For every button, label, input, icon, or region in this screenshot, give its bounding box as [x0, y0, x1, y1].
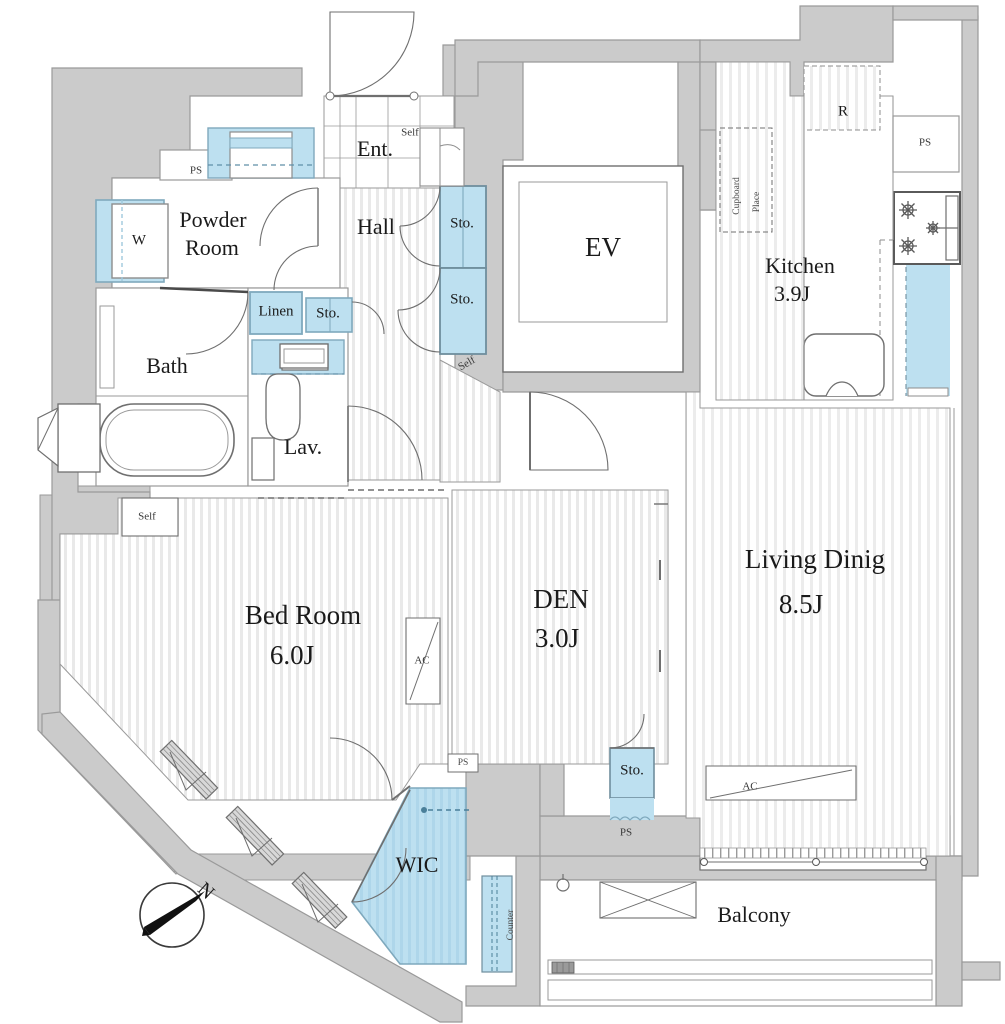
label-bath: Bath: [146, 353, 188, 378]
linen-closet: [249, 291, 303, 335]
door-lavatory: [347, 405, 423, 481]
floor-bedroom: [59, 497, 449, 801]
ps-den-box: [447, 753, 479, 773]
bath-window-frame: [57, 403, 101, 473]
ac-living-box: [705, 765, 857, 801]
kitchen-fixtures: [803, 191, 961, 397]
label-self-bedroom: Self: [138, 511, 156, 523]
door-storage-linen: [351, 301, 385, 335]
door-wic: [351, 847, 407, 903]
door-sto-hall-1: [399, 185, 441, 227]
label-place: Place: [752, 192, 762, 213]
compass-rose: N: [139, 878, 219, 948]
label-linen: Linen: [259, 303, 294, 319]
label-cupboard: Cupboard: [732, 177, 742, 215]
label-washer: W: [132, 232, 147, 248]
label-ac-bedroom: AC: [414, 655, 429, 667]
label-bedroom-area: 6.0J: [270, 640, 314, 670]
interior-rooms: [95, 65, 960, 1007]
room-labels: Living Dinig 8.5J Bed Room 6.0J DEN 3.0J…: [146, 136, 885, 927]
bath-window-sash: [37, 407, 59, 468]
door-entrance: [329, 11, 415, 97]
label-ps-kitchen: PS: [919, 137, 931, 149]
toilet-bowl: [265, 373, 301, 441]
door-den: [529, 391, 609, 471]
window-bedroom-diagonal-3: [291, 871, 348, 930]
entrance-shelf: [419, 127, 465, 187]
label-den-area: 3.0J: [535, 623, 579, 653]
label-kitchen: Kitchen: [765, 253, 835, 278]
blue-fixtures: [95, 127, 950, 973]
label-living-dining-area: 8.5J: [779, 589, 823, 619]
balcony-rail-strip: [547, 959, 933, 975]
lavatory-cabinet: [251, 437, 275, 481]
door-bath: [185, 291, 249, 355]
label-wic: WIC: [396, 852, 439, 877]
refrigerator-zone: [803, 65, 881, 131]
label-balcony: Balcony: [717, 902, 790, 927]
door-bedroom: [329, 737, 393, 801]
burner-icons: [899, 201, 940, 255]
door-swings: [159, 11, 654, 903]
label-powder-room-line2: Room: [185, 235, 239, 260]
label-ps-den-bottom: PS: [620, 827, 632, 839]
bath-fixtures: [37, 305, 329, 487]
ac-units: [405, 617, 857, 801]
door-powder-2: [273, 245, 319, 291]
storage-den-lower: [610, 798, 654, 820]
elevator-shaft-inner: [518, 181, 668, 323]
label-storage-hall-2: Sto.: [450, 291, 474, 307]
label-storage-den: Sto.: [620, 762, 644, 778]
window-bedroom-diagonal-1: [159, 739, 219, 800]
label-powder-room-line1: Powder: [179, 207, 247, 232]
label-hall: Hall: [357, 214, 395, 239]
balcony-hook-icon: [556, 878, 570, 892]
label-lavatory: Lav.: [284, 434, 322, 459]
label-bedroom: Bed Room: [245, 600, 361, 630]
label-self-entrance: Self: [401, 127, 419, 139]
wall-den-bottom: [465, 763, 541, 857]
label-living-dining: Living Dinig: [745, 544, 885, 574]
label-kitchen-area: 3.9J: [774, 281, 811, 306]
cupboard-place-zone: [719, 127, 773, 233]
label-ac-living: AC: [742, 781, 757, 793]
label-storage-linen: Sto.: [316, 305, 340, 321]
storage-den: [609, 747, 655, 799]
label-entrance: Ent.: [357, 136, 393, 161]
wall-diagonal-lower: [41, 711, 463, 1023]
floor-living-dining: [685, 391, 951, 857]
windows: [121, 489, 928, 930]
door-sto-hall-2: [397, 267, 441, 311]
wall-balcony-right: [935, 855, 963, 1007]
label-refrigerator: R: [838, 103, 848, 119]
kitchen-blue-counter: [906, 240, 950, 396]
label-elevator: EV: [585, 232, 621, 262]
shelf-bedroom-self: [121, 497, 179, 537]
label-den: DEN: [533, 584, 589, 614]
wall-right-exterior: [961, 15, 979, 877]
floor-den: [451, 489, 669, 765]
label-counter: Counter: [506, 909, 516, 940]
storage-hall-lower: [439, 267, 487, 355]
ps-kitchen-box: [892, 115, 960, 173]
balcony-outer-strip: [547, 979, 933, 1001]
bath-shelf: [99, 305, 115, 389]
label-ps-powder: PS: [190, 165, 202, 177]
label-ps-den-top: PS: [458, 758, 469, 768]
balcony-drain-bars: [556, 962, 570, 973]
fixture-labels: W Linen Sto. Sto. Sto. Sto. R Cupboard P…: [132, 103, 931, 940]
door-powder: [259, 187, 319, 247]
label-storage-hall-1: Sto.: [450, 215, 474, 231]
storage-linen-side: [305, 297, 353, 333]
misc-detail-lines: [447, 96, 955, 856]
window-bedroom-diagonal-2: [225, 805, 285, 866]
